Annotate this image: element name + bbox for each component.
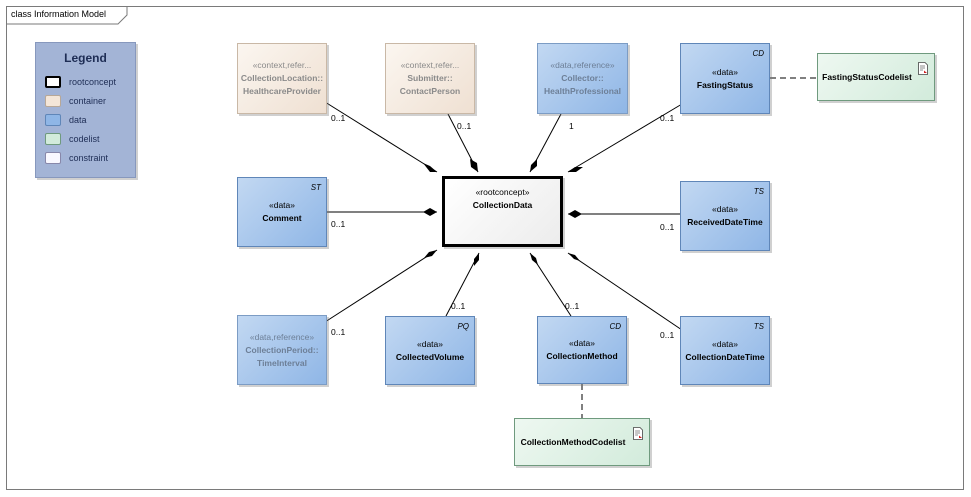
legend-title: Legend (64, 51, 107, 65)
datatype-tag: TS (753, 187, 764, 196)
composition-diamond (568, 210, 582, 218)
multiplicity-received-datetime: 0..1 (660, 222, 675, 232)
diagram-frame (6, 6, 964, 490)
composition-diamond (470, 159, 478, 172)
multiplicity-collection-method: 0..1 (565, 301, 580, 311)
legend-item-data: data (45, 114, 133, 128)
multiplicity-collector: 1 (569, 121, 574, 131)
class-collection-datetime[interactable]: TS «data» CollectionDateTime (680, 316, 770, 385)
class-name-line: Submitter:: (407, 73, 453, 83)
class-name: FastingStatusCodelist (822, 71, 912, 82)
legend-swatch (45, 95, 61, 107)
document-icon (633, 427, 643, 440)
class-name: CollectionMethod (546, 351, 618, 361)
class-name: CollectionData (472, 200, 533, 210)
class-name-line: TimeInterval (257, 357, 307, 368)
datatype-tag: CD (609, 322, 621, 331)
legend-label: codelist (69, 134, 100, 144)
link-collection-datetime[interactable] (567, 252, 683, 331)
class-fasting-status[interactable]: CD «data» FastingStatus (680, 43, 770, 114)
class-collection-location[interactable]: «context,refer... CollectionLocation:: H… (237, 43, 327, 114)
multiplicity-collection-datetime: 0..1 (660, 330, 675, 340)
multiplicity-collection-period: 0..1 (331, 327, 346, 337)
stereotype: «data» (269, 200, 295, 210)
composition-diamond (424, 250, 437, 258)
datatype-tag: PQ (457, 322, 469, 331)
legend-swatch (45, 76, 61, 88)
stereotype: «data» (712, 204, 738, 214)
multiplicity-fasting-status: 0..1 (660, 113, 675, 123)
class-name-line: ContactPerson (399, 86, 461, 96)
class-name-line: Collector:: (561, 73, 604, 83)
stereotype: «data» (569, 338, 595, 348)
class-comment[interactable]: ST «data» Comment (237, 177, 327, 247)
composition-diamond (530, 159, 537, 172)
legend-label: rootconcept (69, 77, 117, 87)
legend-swatch (45, 133, 61, 145)
link-collection-period[interactable] (324, 249, 438, 323)
stereotype: «data» (417, 338, 443, 349)
link-collection-location[interactable] (324, 101, 438, 173)
composition-diamond (530, 253, 538, 265)
class-name-line: CollectionPeriod:: (245, 344, 319, 355)
stereotype: «data,reference» (550, 60, 615, 70)
class-name: ReceivedDateTime (687, 217, 763, 227)
composition-diamond (568, 253, 580, 261)
class-received-datetime[interactable]: TS «data» ReceivedDateTime (680, 181, 770, 251)
legend-swatch (45, 152, 61, 164)
composition-diamond (474, 253, 479, 266)
class-name-line: CollectionLocation:: (240, 73, 324, 83)
class-name-line: HealthProfessional (544, 86, 621, 96)
legend-item-container: container (45, 95, 133, 109)
composition-diamond (423, 163, 437, 172)
multiplicity-collection-location: 0..1 (331, 113, 346, 123)
legend-swatch (45, 114, 61, 126)
frame-tab-outline (6, 6, 128, 25)
class-collection-method-codelist[interactable]: CollectionMethodCodelist (514, 418, 650, 466)
class-collection-method[interactable]: CD «data» CollectionMethod (537, 316, 627, 384)
class-name: CollectionMethodCodelist (520, 436, 626, 447)
composition-diamond (423, 208, 437, 216)
legend-item-constraint: constraint (45, 152, 133, 166)
stereotype: «rootconcept» (475, 187, 530, 197)
stereotype: «context,refer... (252, 60, 312, 70)
legend-label: constraint (69, 153, 109, 163)
multiplicity-collected-volume: 0..1 (451, 301, 466, 311)
datatype-tag: ST (310, 183, 321, 192)
legend-item-codelist: codelist (45, 133, 133, 147)
stereotype: «data,reference» (249, 331, 315, 342)
stereotype: «data» (712, 338, 738, 349)
frame-title: class Information Model (11, 9, 107, 19)
class-collected-volume[interactable]: PQ «data» CollectedVolume (385, 316, 475, 385)
class-fasting-status-codelist[interactable]: FastingStatusCodelist (817, 53, 935, 101)
legend-label: container (69, 96, 107, 106)
class-collector[interactable]: «data,reference» Collector:: HealthProfe… (537, 43, 628, 114)
datatype-tag: CD (752, 49, 764, 58)
link-fasting-status[interactable] (567, 103, 683, 173)
multiplicity-submitter: 0..1 (457, 121, 472, 131)
link-collected-volume[interactable] (445, 252, 480, 317)
multiplicity-comment: 0..1 (331, 219, 346, 229)
stereotype: «data» (712, 66, 738, 77)
legend-item-rootconcept: rootconcept (45, 76, 133, 90)
class-submitter[interactable]: «context,refer... Submitter:: ContactPer… (385, 43, 475, 114)
composition-diamond (568, 167, 583, 172)
class-name: FastingStatus (696, 79, 754, 90)
class-collection-data[interactable]: «rootconcept» CollectionData (442, 176, 563, 247)
class-name: Comment (262, 213, 302, 223)
class-name: CollectionDateTime (685, 351, 765, 362)
stereotype: «context,refer... (400, 60, 460, 70)
class-name: CollectedVolume (395, 351, 465, 362)
legend-label: data (69, 115, 87, 125)
datatype-tag: TS (753, 322, 764, 331)
class-name-line: HealthcareProvider (243, 86, 321, 96)
document-icon (918, 62, 928, 75)
class-collection-period[interactable]: «data,reference» CollectionPeriod:: Time… (237, 315, 327, 385)
legend: Legend rootconcept container data codeli… (35, 42, 136, 178)
